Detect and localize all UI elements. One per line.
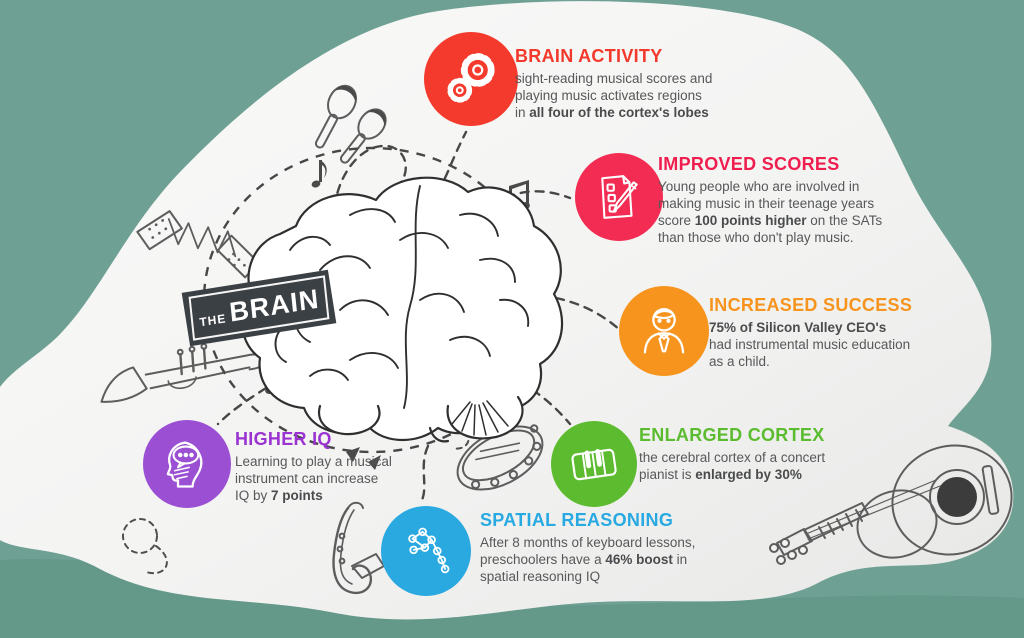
callout-spatial-reasoning: SPATIAL REASONING After 8 months of keyb… [480,510,820,585]
callout-improved-scores: IMPROVED SCORES Young people who are inv… [658,154,998,246]
maracas-doodle [314,84,387,164]
businessman-icon [643,307,685,354]
constellation-icon [408,527,450,574]
callout-body: sight-reading musical scores and playing… [515,71,713,120]
increased-success-badge [619,286,709,376]
callout-brain-activity: BRAIN ACTIVITY sight-reading musical sco… [515,46,855,121]
trumpet-doodle [100,343,280,403]
callout-title: SPATIAL REASONING [480,510,674,530]
higher-iq-badge [143,420,231,508]
head-thought-icon [166,441,203,488]
spatial-reasoning-badge [381,506,471,596]
brain-sketch [241,176,564,443]
guitar-doodle [769,444,1013,565]
banner-the-label: THE [198,311,227,330]
callout-title: BRAIN ACTIVITY [515,46,663,66]
callout-body: Young people who are involved in making … [658,179,883,245]
callout-body: the cerebral cortex of a concert pianist… [639,450,826,482]
callout-body: 75% of Silicon Valley CEO's had instrume… [709,320,911,369]
improved-scores-badge [575,153,663,241]
callout-title: ENLARGED CORTEX [639,425,825,445]
callout-increased-success: INCREASED SUCCESS 75% of Silicon Valley … [709,295,1024,370]
callout-body: After 8 months of keyboard lessons, pres… [480,535,696,584]
bottom-wave [0,559,1024,638]
callout-title: IMPROVED SCORES [658,154,840,174]
checklist-pen-icon [601,175,638,219]
callout-higher-iq: HIGHER IQ Learning to play a musical ins… [235,429,575,504]
callout-enlarged-cortex: ENLARGED CORTEX the cerebral cortex of a… [639,425,979,483]
banner-brain-label: BRAIN [227,283,321,328]
saxophone-doodle [332,501,385,595]
callout-title: INCREASED SUCCESS [709,295,913,315]
brain-activity-badge [424,32,518,126]
enlarged-cortex-badge [551,421,637,507]
callout-title: HIGHER IQ [235,429,332,449]
callout-body: Learning to play a musical instrument ca… [235,454,392,503]
piano-keys-icon [571,448,617,481]
gears-icon [447,53,495,103]
accordion-doodle [136,210,260,279]
